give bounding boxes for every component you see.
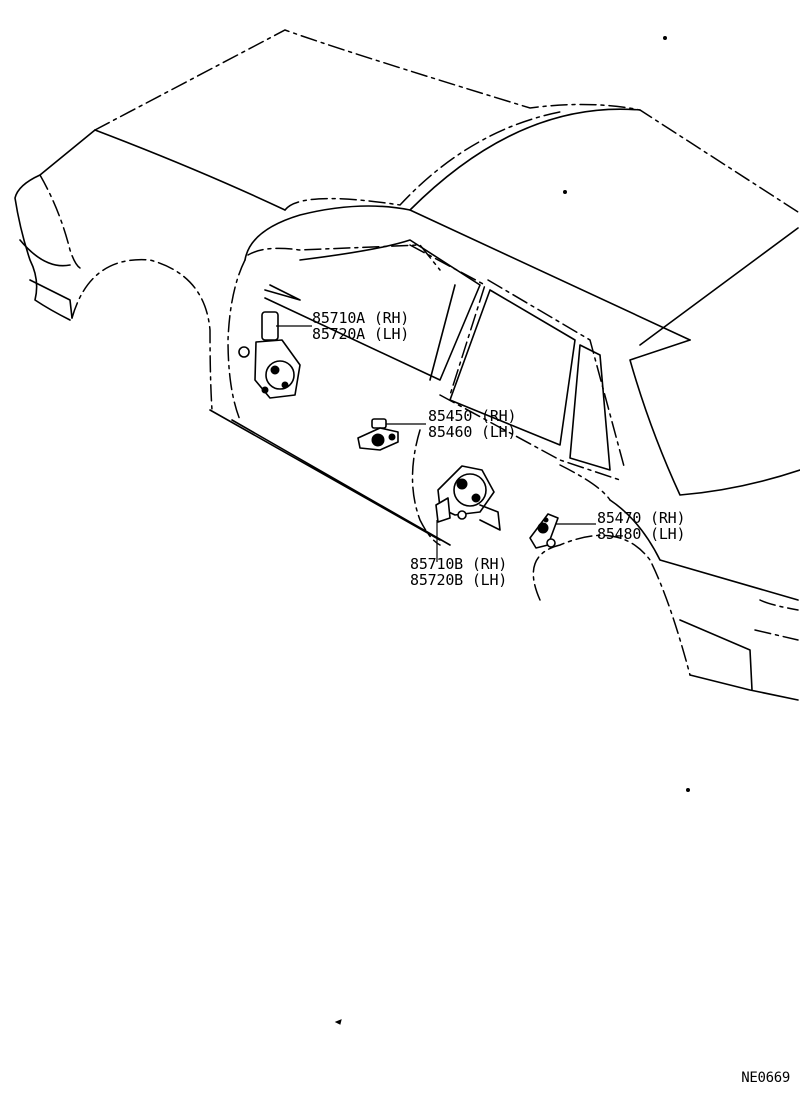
part-number-lh: 85480 (LH) [597, 525, 686, 543]
rear-fender-line [609, 499, 799, 701]
roof-outline [94, 29, 799, 213]
rear-deck-line [639, 227, 799, 346]
figure-code: NE0669 [741, 1070, 790, 1086]
rear-door-edge [559, 464, 611, 501]
front-lock-actuator [357, 418, 399, 451]
front-window-motor [238, 311, 301, 399]
part-number-rh: 85710B (RH) [410, 555, 508, 573]
hood-top-line [94, 129, 286, 211]
part-number-rh: 85470 (RH) [597, 509, 686, 527]
front-wheel-arch [71, 258, 213, 411]
front-pillar [247, 244, 441, 271]
part-number-lh: 85720B (LH) [410, 571, 508, 589]
front-fender-line [39, 174, 81, 269]
front-window-frame [264, 239, 481, 381]
callout-rear-motor: 85710B (RH) 85720B (LH) [410, 556, 507, 588]
part-number-lh: 85460 (LH) [428, 423, 517, 441]
sill-line [209, 409, 451, 546]
callout-front-lock-actuator: 85450 (RH) 85460 (LH) [428, 407, 517, 441]
part-number-rh: 85710A (RH) [312, 309, 410, 327]
rear-quarter-window [569, 344, 611, 471]
roof-panel-line [409, 108, 641, 211]
rear-wheel-arch [532, 534, 691, 676]
door-belt-line [439, 394, 621, 481]
front-window-dash [409, 244, 486, 396]
front-window-inner [429, 284, 456, 381]
rear-door-outline [411, 429, 441, 546]
roof-front-edge [284, 111, 561, 211]
callout-rear-lock-actuator: 85470 (RH) 85480 (LH) [597, 509, 686, 543]
callout-front-upper-motor: 85710A (RH) 85720A (LH) [312, 310, 409, 342]
front-door-outline [227, 259, 246, 421]
front-bumper [19, 239, 73, 319]
part-number-lh: 85720A (LH) [312, 325, 410, 343]
trunk-lid [629, 339, 800, 496]
rear-bumper [754, 599, 799, 641]
rear-window-motor [435, 465, 501, 531]
rear-lock-actuator [529, 513, 559, 549]
part-number-rh: 85450 (RH) [428, 407, 517, 425]
rear-window-dash [487, 279, 626, 471]
windshield-line [244, 205, 691, 341]
rear-window-frame [449, 289, 576, 446]
